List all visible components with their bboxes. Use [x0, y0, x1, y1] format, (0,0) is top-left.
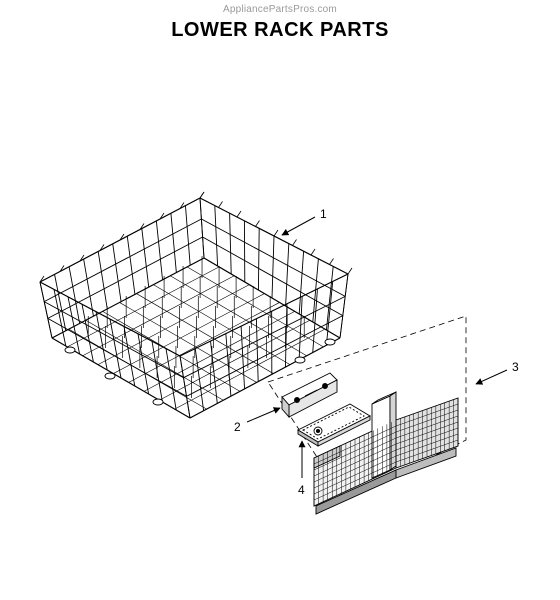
basket-clip	[281, 372, 338, 419]
callout-arrow-2	[246, 407, 281, 423]
callout-arrow-3	[475, 369, 508, 385]
callout-label-1: 1	[320, 207, 327, 221]
lower-rack	[39, 191, 353, 419]
callout-label-3: 3	[512, 360, 519, 374]
silverware-basket	[313, 391, 459, 515]
callout-arrows	[246, 216, 508, 478]
basket-lid	[297, 403, 371, 447]
callout-arrow-1	[281, 216, 316, 236]
callout-label-4: 4	[298, 483, 305, 497]
watermark: AppliancePartsPros.com	[223, 4, 337, 15]
callout-label-2: 2	[234, 420, 241, 434]
page-title: LOWER RACK PARTS	[171, 19, 389, 41]
